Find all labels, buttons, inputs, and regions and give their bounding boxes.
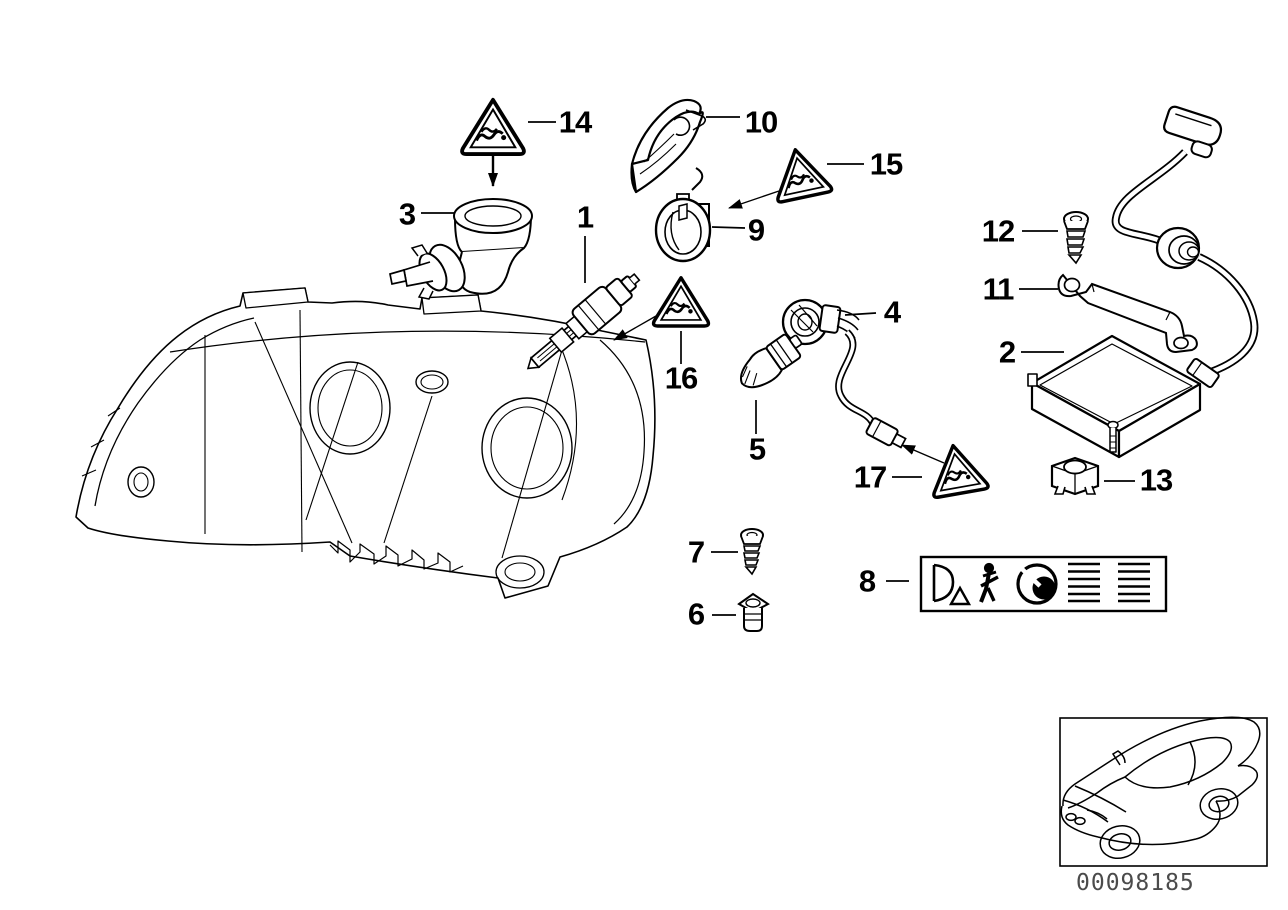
person-icon: [979, 562, 999, 603]
part-4-socket-cable: [781, 298, 907, 449]
callout-15[interactable]: 15: [869, 146, 903, 182]
projector-lens-icon: [932, 563, 955, 603]
callout-1[interactable]: 1: [576, 199, 594, 235]
part-11-bracket: [1057, 273, 1198, 354]
callout-13[interactable]: 13: [1139, 462, 1173, 498]
callout-10[interactable]: 10: [744, 104, 778, 140]
part-5-bulb: [739, 333, 803, 389]
image-number: 00098185: [1076, 870, 1195, 896]
headlight-housing-drawing: [75, 287, 656, 599]
callout-16[interactable]: 16: [664, 360, 698, 396]
part-8-warning-label: [919, 555, 1168, 613]
callout-5[interactable]: 5: [748, 431, 766, 467]
part-3-bulb-socket: [389, 198, 533, 300]
part-6-clip-nut-icon: [737, 592, 770, 632]
warning-triangle-16-icon: [651, 276, 711, 328]
part-12-screw-icon: [1063, 211, 1089, 265]
cable-assembly: [1111, 105, 1259, 388]
part-9-retaining-ring: [654, 193, 712, 263]
callout-12[interactable]: 12: [981, 213, 1015, 249]
part-2-control-unit: [1027, 334, 1202, 459]
warning-triangle-17-icon: [924, 439, 991, 500]
callout-6[interactable]: 6: [687, 596, 705, 632]
part-10-cover-clip: [630, 98, 707, 194]
callout-11[interactable]: 11: [982, 271, 1015, 307]
eclipse-circle-icon: [1016, 563, 1058, 605]
part-1-xenon-bulb: [526, 272, 641, 370]
callout-14[interactable]: 14: [558, 104, 592, 140]
text-lines-icon-2: [1118, 562, 1150, 603]
part-7-screw-icon: [740, 528, 764, 576]
callout-3[interactable]: 3: [398, 196, 416, 232]
warning-triangle-15-icon: [766, 142, 834, 205]
warning-triangle-small-icon: [948, 585, 972, 606]
callout-2[interactable]: 2: [998, 334, 1016, 370]
callout-7[interactable]: 7: [687, 534, 705, 570]
callout-4[interactable]: 4: [883, 294, 901, 330]
leader-lines: [421, 116, 1135, 616]
text-lines-icon: [1068, 562, 1100, 603]
pointer-arrows: [488, 153, 945, 464]
car-thumbnail: [1059, 716, 1268, 867]
warning-triangle-14-icon: [460, 97, 526, 157]
callout-8[interactable]: 8: [858, 563, 876, 599]
callout-9[interactable]: 9: [747, 212, 765, 248]
callout-17[interactable]: 17: [853, 459, 887, 495]
part-13-nut: [1050, 456, 1100, 496]
